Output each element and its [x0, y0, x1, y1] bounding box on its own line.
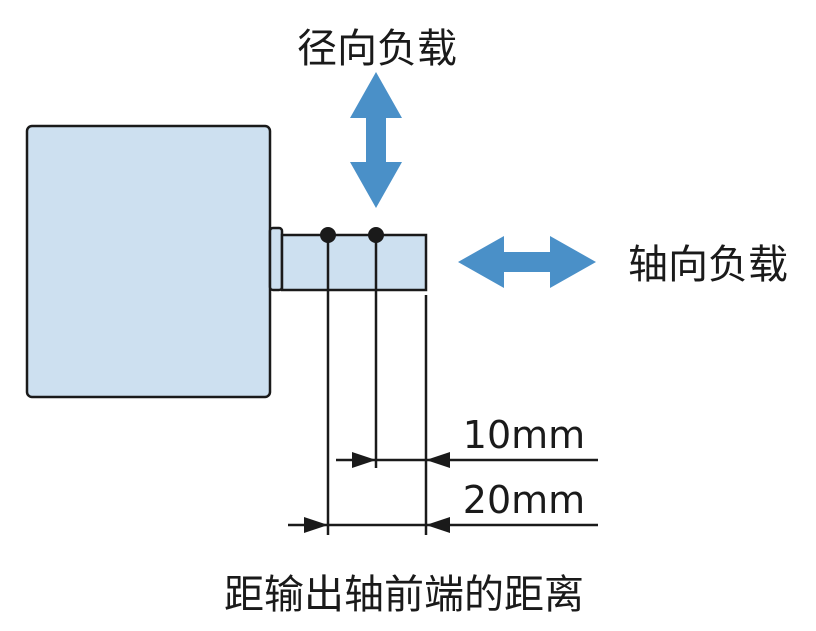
motor-body	[25, 124, 272, 399]
shaft-collar	[268, 226, 284, 292]
dim-20-arrowhead-right-icon	[426, 517, 450, 533]
dimension-20mm-label: 20mm	[463, 478, 585, 522]
dim-10-arrowhead-left-icon	[352, 452, 376, 468]
axial-load-arrow-icon	[458, 236, 596, 288]
dimension-10mm	[336, 452, 598, 468]
distance-caption: 距输出轴前端的距离	[224, 572, 584, 618]
axial-load-label: 轴向负载	[628, 242, 788, 288]
radial-load-label: 径向负载	[297, 26, 457, 72]
dimension-20mm	[288, 517, 598, 533]
extension-lines	[326, 235, 428, 535]
radial-load-arrow-icon	[350, 72, 402, 208]
output-shaft	[280, 233, 428, 292]
dim-20-arrowhead-left-icon	[304, 517, 328, 533]
dim-10-arrowhead-right-icon	[426, 452, 450, 468]
dimension-10mm-label: 10mm	[463, 413, 585, 457]
